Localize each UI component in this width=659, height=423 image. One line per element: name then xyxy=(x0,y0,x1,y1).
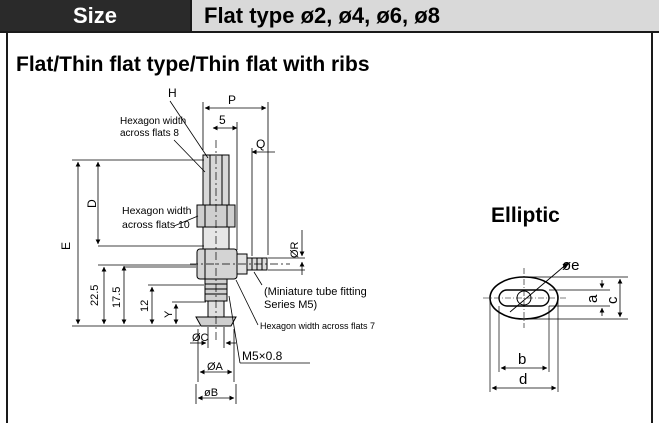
elliptic-top-view xyxy=(483,262,628,392)
dim-12-label: 12 xyxy=(139,300,151,312)
dim-P-label: P xyxy=(228,93,236,107)
size-cell: Size xyxy=(0,0,190,31)
dim-R-label: ØR xyxy=(289,241,301,258)
hex8-label-line2: across flats 8 xyxy=(120,128,179,139)
hex7-label: Hexagon width across flats 7 xyxy=(260,321,375,331)
header-bar: Size Flat type ø2, ø4, ø6, ø8 xyxy=(0,0,659,33)
dim-C-label: ØC xyxy=(192,332,209,344)
dim-E-label: E xyxy=(59,242,73,250)
elliptic-title: Elliptic xyxy=(491,204,560,227)
frame-right-border xyxy=(651,33,653,423)
dim-22-5-label: 22.5 xyxy=(89,285,101,306)
dim-a-label: a xyxy=(584,294,601,303)
dim-b-label: b xyxy=(518,351,526,368)
dim-17-5-label: 17.5 xyxy=(111,287,123,308)
frame-left-border xyxy=(6,33,8,423)
dim-e-label: øe xyxy=(562,257,580,274)
dim-Y-label: Y xyxy=(163,310,175,318)
hex8-label-line1: Hexagon width xyxy=(120,116,186,127)
dim-Q-label: Q xyxy=(256,137,265,151)
dim-A-label: ØA xyxy=(207,361,224,373)
dim-5-label: 5 xyxy=(219,113,226,127)
side-dimensions xyxy=(72,100,310,404)
dim-d-label: d xyxy=(519,371,527,388)
dim-D-label: D xyxy=(85,199,99,208)
side-labels: H P 5 Q Hexagon width across flats 8 Hex… xyxy=(59,86,375,399)
fitting-note-line2: Series M5) xyxy=(264,299,317,311)
elliptic-labels: øe a c b d xyxy=(518,257,621,388)
fitting-note-line1: (Miniature tube fitting xyxy=(264,286,367,298)
section-subtitle: Flat/Thin flat type/Thin flat with ribs xyxy=(16,53,370,76)
hex10-label-line2: across flats 10 xyxy=(122,219,190,231)
dim-c-label: c xyxy=(604,296,621,304)
type-title-cell: Flat type ø2, ø4, ø6, ø8 xyxy=(190,0,659,31)
hex10-label-line1: Hexagon width xyxy=(122,205,192,217)
dim-B-label: øB xyxy=(204,387,218,399)
thread-label: M5×0.8 xyxy=(242,349,283,363)
dim-H-label: H xyxy=(168,86,177,100)
fitting-side-view xyxy=(190,140,290,340)
